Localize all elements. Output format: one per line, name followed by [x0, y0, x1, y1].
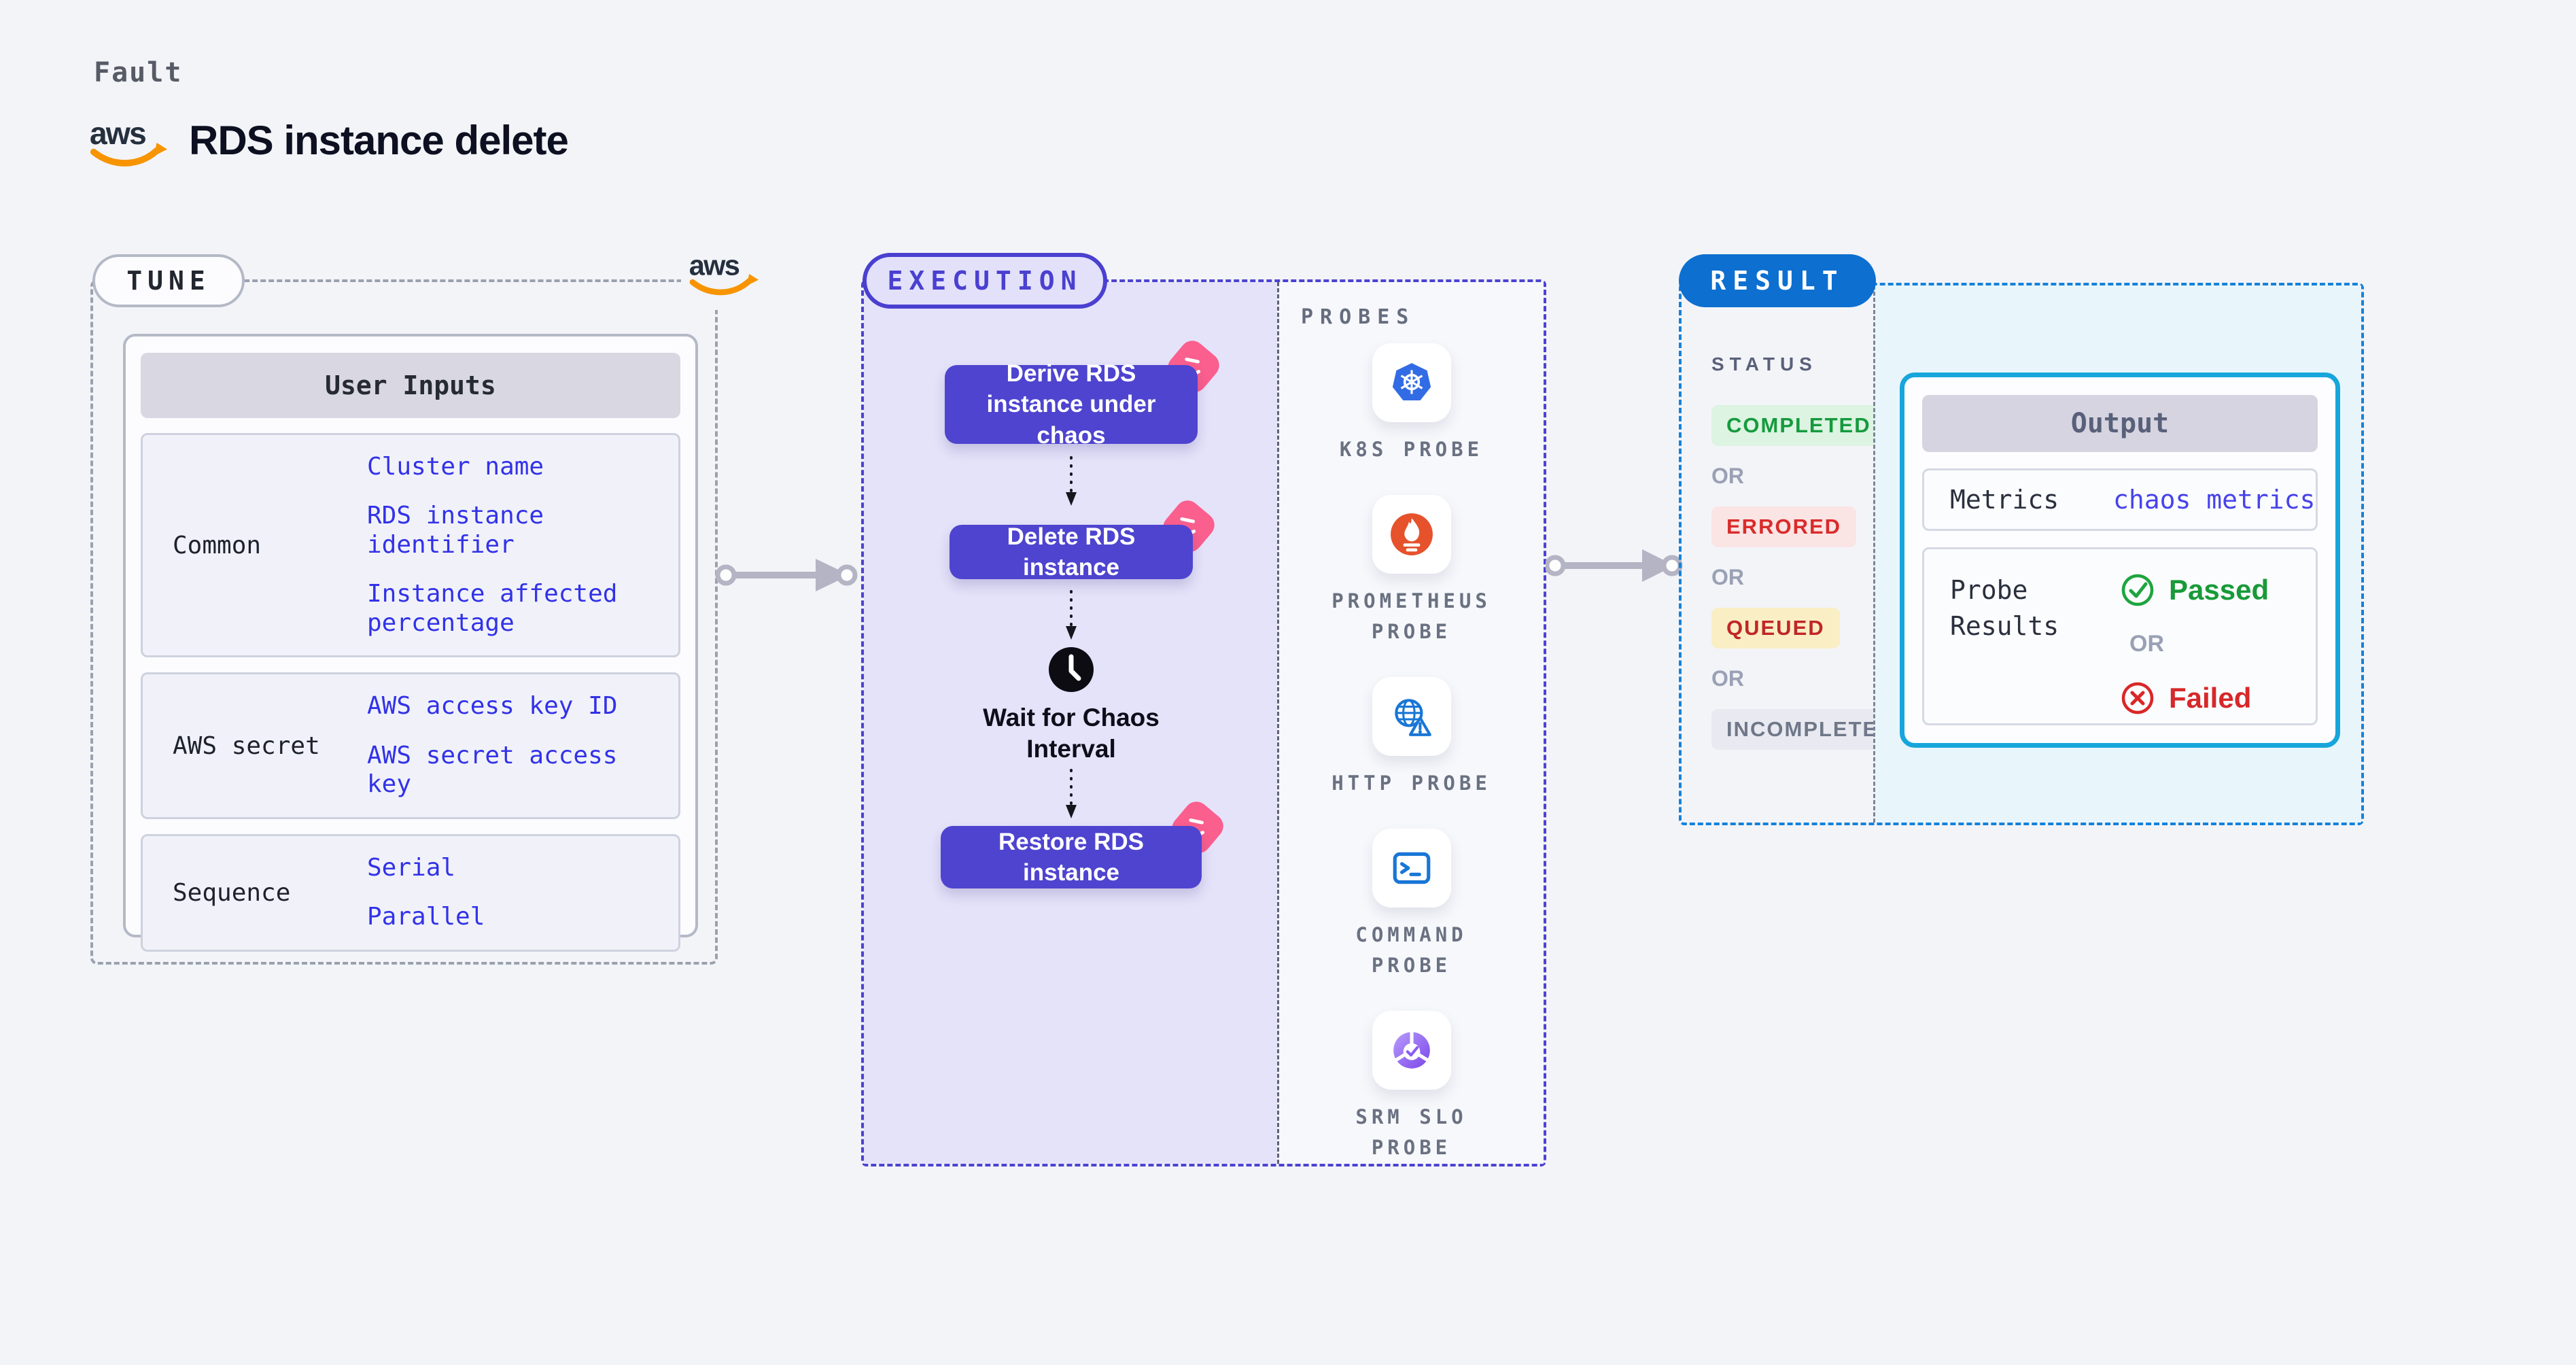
- flow-arrow-right-icon: [1546, 549, 1683, 582]
- or-separator: OR: [1711, 565, 1744, 589]
- aws-logo-icon: aws: [689, 249, 759, 296]
- row-label: Common: [173, 531, 262, 559]
- check-circle-icon: [2121, 574, 2154, 606]
- probe-label: K8S PROBE: [1339, 438, 1484, 461]
- clock-icon: [1049, 647, 1094, 692]
- flow-node-delete: Delete RDS instance: [950, 495, 1220, 581]
- restore-rds-step-button[interactable]: Restore RDS instance: [941, 826, 1202, 888]
- output-card: Output Metrics chaos metrics Probe Resul…: [1900, 373, 2340, 748]
- execution-section-box: Derive RDS instance under chaos Delete R…: [861, 279, 1546, 1167]
- row-links: Cluster name RDS instance identifier Ins…: [367, 453, 669, 638]
- input-link[interactable]: Instance affected percentage: [367, 580, 618, 637]
- row-links: Serial Parallel: [367, 854, 669, 932]
- flow-node-restore: Restore RDS instance: [941, 796, 1229, 888]
- result-section-box: STATUS COMPLETED OR ERRORED OR QUEUED OR…: [1679, 283, 2364, 825]
- probe-label: COMMAND PROBE: [1355, 922, 1467, 977]
- aws-smile-swoosh: [689, 278, 752, 296]
- row-links: AWS access key ID AWS secret access key: [367, 692, 669, 799]
- user-inputs-row-common: Common Cluster name RDS instance identif…: [141, 433, 680, 658]
- kubernetes-icon: [1392, 363, 1431, 400]
- wait-step: [1047, 646, 1095, 693]
- passed-line: Passed: [2120, 572, 2269, 608]
- fault-kicker: Fault: [94, 57, 183, 88]
- probes-panel: PROBES K8S PROBE: [1277, 282, 1544, 1164]
- user-inputs-row-aws-secret: AWS secret AWS access key ID AWS secret …: [141, 672, 680, 819]
- execution-flow-panel: Derive RDS instance under chaos Delete R…: [864, 282, 1277, 1164]
- status-badge-completed: COMPLETED: [1711, 405, 1886, 446]
- or-separator: OR: [1711, 464, 1744, 488]
- probe-item-k8s: K8S PROBE: [1327, 343, 1497, 465]
- probe-label: PROMETHEUS PROBE: [1331, 589, 1491, 643]
- aws-smile-arrowhead: [154, 143, 167, 156]
- chaos-metrics-link[interactable]: chaos metrics: [2113, 485, 2316, 515]
- input-link[interactable]: AWS secret access key: [367, 741, 618, 799]
- prometheus-icon: [1390, 513, 1433, 555]
- flow-arrow-down-icon: [1066, 769, 1077, 818]
- probe-item-command: COMMAND PROBE: [1327, 828, 1497, 981]
- probe-card: [1372, 343, 1451, 422]
- delete-rds-step-button[interactable]: Delete RDS instance: [950, 523, 1193, 581]
- user-inputs-card: User Inputs Common Cluster name RDS inst…: [123, 334, 698, 952]
- input-link[interactable]: AWS access key ID: [367, 692, 618, 721]
- probe-results-label: Probe Results: [1950, 575, 2059, 642]
- aws-logo-text: aws: [90, 116, 145, 151]
- result-output-panel: Output Metrics chaos metrics Probe Resul…: [1873, 286, 2361, 823]
- status-column: STATUS COMPLETED OR ERRORED OR QUEUED OR…: [1682, 286, 1910, 823]
- or-separator: OR: [1711, 666, 1744, 691]
- status-badge-errored: ERRORED: [1711, 506, 1857, 547]
- probe-card: [1372, 494, 1451, 574]
- slo-check-icon: [1393, 1030, 1430, 1069]
- aws-badge: aws: [681, 238, 765, 310]
- aws-logo-text: aws: [689, 249, 739, 281]
- flow-arrow-right-icon: [715, 559, 858, 591]
- passed-label: Passed: [2169, 574, 2269, 606]
- input-link[interactable]: RDS instance identifier: [367, 502, 544, 559]
- result-pill: RESULT: [1679, 254, 1876, 307]
- terminal-icon: [1393, 852, 1430, 884]
- derive-rds-step-button[interactable]: Derive RDS instance under chaos: [945, 360, 1198, 449]
- probe-item-http: HTTP PROBE: [1327, 676, 1497, 799]
- failed-line: Failed: [2120, 680, 2269, 716]
- probe-card: [1372, 676, 1451, 756]
- input-link[interactable]: Parallel: [367, 903, 485, 931]
- wait-step-label: Wait for Chaos Interval: [983, 704, 1160, 763]
- flow-arrow-down-icon: [1066, 590, 1077, 640]
- user-inputs-row-sequence: Sequence Serial Parallel: [141, 833, 680, 952]
- probe-results-row: Probe Results Passed OR: [1922, 547, 2318, 725]
- probe-item-srm-slo: SRM SLO PROBE: [1327, 1010, 1497, 1163]
- aws-logo-icon: aws: [90, 116, 167, 167]
- globe-alert-icon: [1394, 699, 1431, 736]
- tune-section-box: [90, 279, 718, 965]
- row-label: AWS secret: [173, 731, 320, 760]
- flow-node-derive: Derive RDS instance under chaos: [945, 335, 1225, 449]
- probe-label: HTTP PROBE: [1331, 771, 1491, 795]
- probes-panel-label: PROBES: [1301, 305, 1416, 329]
- tune-pill: TUNE: [92, 254, 245, 307]
- input-link[interactable]: Cluster name: [367, 453, 544, 481]
- probe-item-prometheus: PROMETHEUS PROBE: [1327, 494, 1497, 647]
- x-circle-icon: [2121, 682, 2154, 714]
- aws-smile-swoosh: [90, 147, 160, 167]
- status-heading: STATUS: [1711, 353, 1817, 375]
- execution-pill: EXECUTION: [863, 253, 1107, 309]
- probe-card: [1372, 828, 1451, 908]
- flow-arrow-down-icon: [1066, 456, 1077, 506]
- status-badge-queued: QUEUED: [1711, 608, 1840, 649]
- probe-label: SRM SLO PROBE: [1355, 1105, 1467, 1159]
- user-inputs-header: User Inputs: [141, 353, 680, 418]
- or-separator: OR: [2129, 631, 2164, 657]
- output-header: Output: [1922, 395, 2318, 452]
- input-link[interactable]: Serial: [367, 853, 456, 882]
- row-label: Sequence: [173, 878, 291, 907]
- failed-label: Failed: [2169, 682, 2252, 714]
- probe-card: [1372, 1010, 1451, 1090]
- probe-results-values: Passed OR Failed: [2120, 572, 2269, 723]
- metrics-row: Metrics chaos metrics: [1922, 468, 2318, 531]
- metrics-label: Metrics: [1950, 485, 2059, 515]
- page-title: RDS instance delete: [189, 118, 569, 163]
- aws-smile-arrowhead: [746, 274, 759, 286]
